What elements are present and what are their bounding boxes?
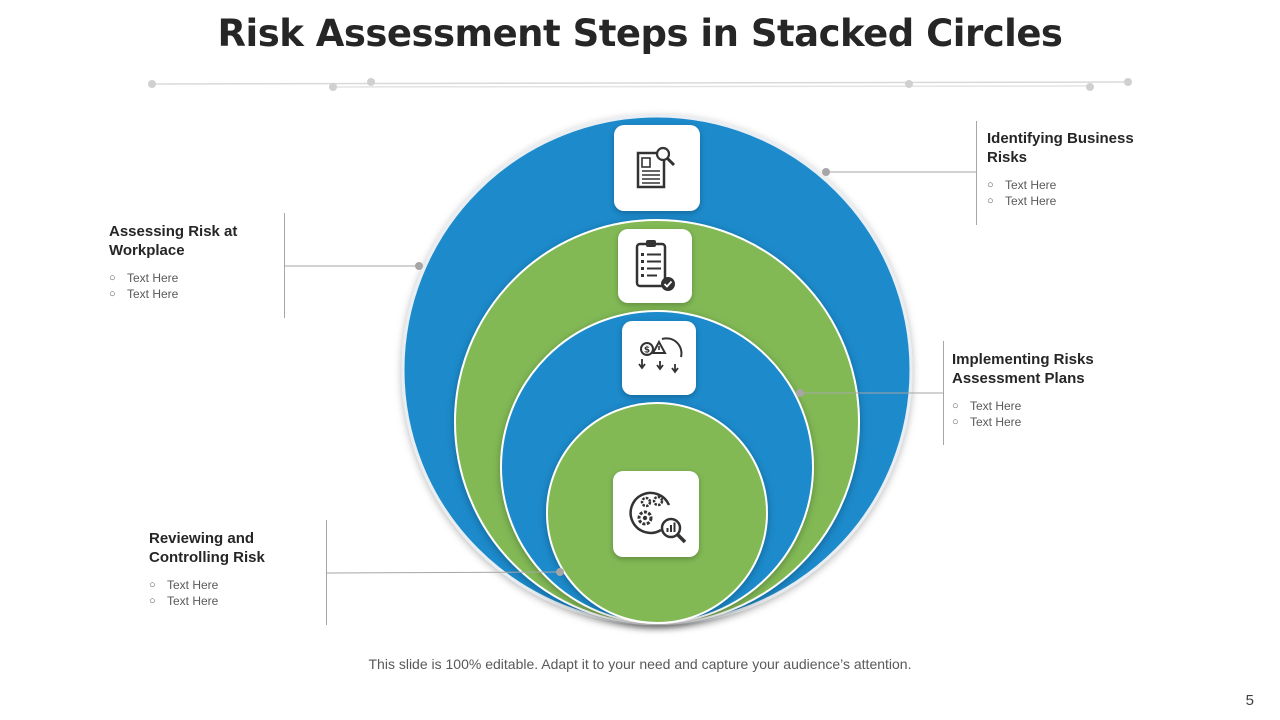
- bullet-item: ○ Text Here: [109, 286, 279, 302]
- divider-dot: [148, 80, 156, 88]
- svg-text:$: $: [644, 346, 650, 356]
- connector-dot: [415, 262, 423, 270]
- step-identifying: Identifying Business Risks ○ Text Here ○ T…: [987, 129, 1177, 209]
- circle-bullet-icon: ○: [149, 579, 156, 591]
- bullet-text: Text Here: [127, 271, 179, 285]
- bullet-text: Text Here: [1005, 178, 1057, 192]
- bullet-item: ○ Text Here: [109, 270, 279, 286]
- step-title-line: Implementing Risks: [952, 351, 1094, 368]
- divider-line: [976, 121, 977, 225]
- step-title: Reviewing and Controlling Risk: [149, 529, 319, 567]
- circle-bullet-icon: ○: [987, 179, 994, 191]
- step-reviewing: Reviewing and Controlling Risk ○ Text Her…: [149, 529, 319, 609]
- slide-title: Risk Assessment Steps in Stacked Circles: [217, 12, 1063, 55]
- step-title-line: Risks: [987, 149, 1028, 166]
- step-bullets: ○ Text Here ○ Text Here: [149, 577, 319, 609]
- bullet-item: ○ Text Here: [987, 177, 1177, 193]
- step-title-line: Assessing Risk at: [109, 223, 238, 240]
- gears-analytics-icon: [629, 491, 687, 544]
- circle-bullet-icon: ○: [109, 288, 116, 300]
- bullet-text: Text Here: [970, 415, 1022, 429]
- divider-line: [284, 213, 285, 318]
- divider-dot: [1086, 83, 1094, 91]
- connector-dot: [822, 168, 830, 176]
- bullet-item: ○ Text Here: [952, 414, 1152, 430]
- circle-bullet-icon: ○: [952, 400, 959, 412]
- step-title: Assessing Risk at Workplace: [109, 222, 279, 260]
- icon-box-assessing: [618, 229, 692, 303]
- step-bullets: ○ Text Here ○ Text Here: [952, 398, 1152, 430]
- step-title: Implementing Risks Assessment Plans: [952, 350, 1152, 388]
- bullet-item: ○ Text Here: [987, 193, 1177, 209]
- icon-box-implementing: $: [622, 321, 696, 395]
- divider-line: [943, 341, 944, 445]
- circle-bullet-icon: ○: [109, 272, 116, 284]
- bullet-item: ○ Text Here: [149, 593, 319, 609]
- step-assessing: Assessing Risk at Workplace ○ Text Here ○…: [109, 222, 279, 302]
- circle-bullet-icon: ○: [149, 595, 156, 607]
- step-bullets: ○ Text Here ○ Text Here: [987, 177, 1177, 209]
- step-title-line: Reviewing and: [149, 530, 255, 547]
- bullet-text: Text Here: [127, 287, 179, 301]
- risk-down-arrows-icon: $: [638, 337, 683, 374]
- divider-dot: [1124, 78, 1132, 86]
- bullet-text: Text Here: [970, 399, 1022, 413]
- icon-box-identifying: [614, 125, 700, 211]
- bullet-text: Text Here: [167, 594, 219, 608]
- bullet-text: Text Here: [167, 578, 219, 592]
- page-number: 5: [1245, 692, 1254, 709]
- step-title-line: Controlling Risk: [149, 549, 265, 566]
- connector-dot: [556, 568, 564, 576]
- step-bullets: ○ Text Here ○ Text Here: [109, 270, 279, 302]
- footer-note: This slide is 100% editable. Adapt it to…: [368, 656, 912, 672]
- circle-bullet-icon: ○: [987, 195, 994, 207]
- bullet-text: Text Here: [1005, 194, 1057, 208]
- document-search-icon: [636, 146, 676, 189]
- step-title: Identifying Business Risks: [987, 129, 1177, 167]
- divider-dot: [367, 78, 375, 86]
- circle-bullet-icon: ○: [952, 416, 959, 428]
- divider-dot: [329, 83, 337, 91]
- bullet-item: ○ Text Here: [952, 398, 1152, 414]
- icon-box-reviewing: [613, 471, 699, 557]
- divider-line: [326, 520, 327, 625]
- step-title-line: Assessment Plans: [952, 370, 1085, 387]
- step-title-line: Workplace: [109, 242, 185, 259]
- bullet-item: ○ Text Here: [149, 577, 319, 593]
- step-implementing: Implementing Risks Assessment Plans ○ Tex…: [952, 350, 1152, 430]
- clipboard-checklist-icon: [635, 240, 675, 291]
- step-title-line: Identifying Business: [987, 130, 1134, 147]
- connector-dot: [796, 389, 804, 397]
- connector-reviewing: [326, 571, 561, 574]
- title-divider: [148, 78, 1132, 91]
- divider-dot: [905, 80, 913, 88]
